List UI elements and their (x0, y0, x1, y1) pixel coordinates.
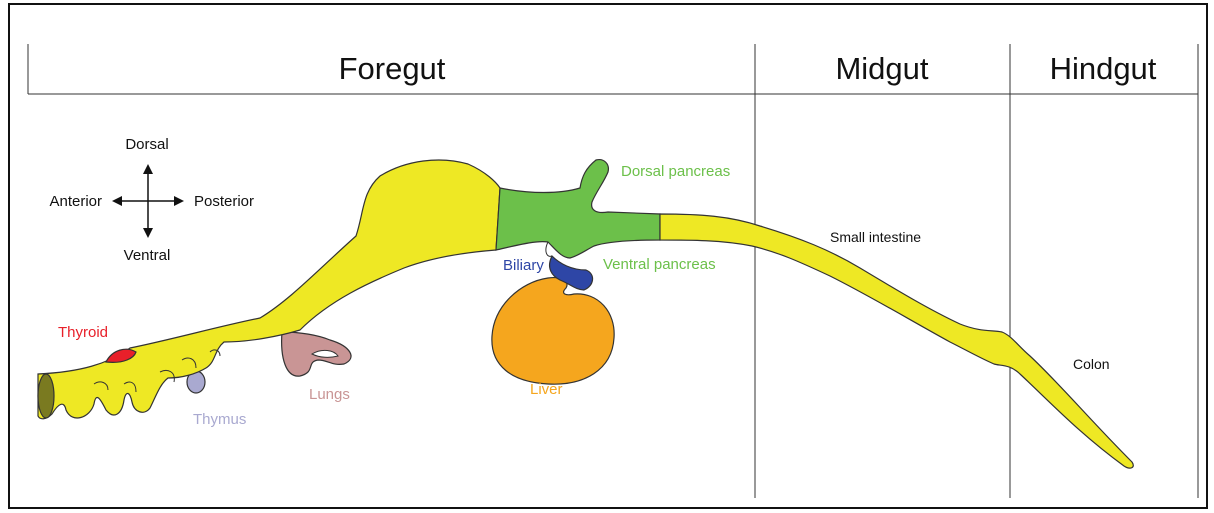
label-colon: Colon (1073, 356, 1110, 372)
gut-tube (38, 160, 500, 419)
label-thyroid: Thyroid (58, 324, 108, 341)
mouth-opening (38, 374, 54, 418)
compass-anterior: Anterior (49, 193, 102, 210)
hindgut-header: Hindgut (1050, 51, 1157, 86)
label-liver: Liver (530, 381, 563, 398)
label-thymus: Thymus (193, 411, 246, 428)
orientation-compass (112, 164, 184, 238)
foregut-header: Foregut (339, 51, 446, 86)
compass-posterior: Posterior (194, 193, 254, 210)
small-intestine-shape (660, 214, 1133, 468)
midgut-header: Midgut (835, 51, 928, 86)
label-ventral-pancreas: Ventral pancreas (603, 256, 716, 273)
label-lungs: Lungs (309, 386, 350, 403)
arrow-left-icon (112, 196, 122, 206)
arrow-up-icon (143, 164, 153, 174)
label-small-intestine: Small intestine (830, 229, 921, 245)
compass-ventral: Ventral (124, 247, 171, 264)
compass-dorsal: Dorsal (125, 136, 168, 153)
arrow-right-icon (174, 196, 184, 206)
arrow-down-icon (143, 228, 153, 238)
label-dorsal-pancreas: Dorsal pancreas (621, 163, 730, 180)
label-biliary: Biliary (503, 257, 544, 274)
liver-shape (492, 278, 614, 385)
